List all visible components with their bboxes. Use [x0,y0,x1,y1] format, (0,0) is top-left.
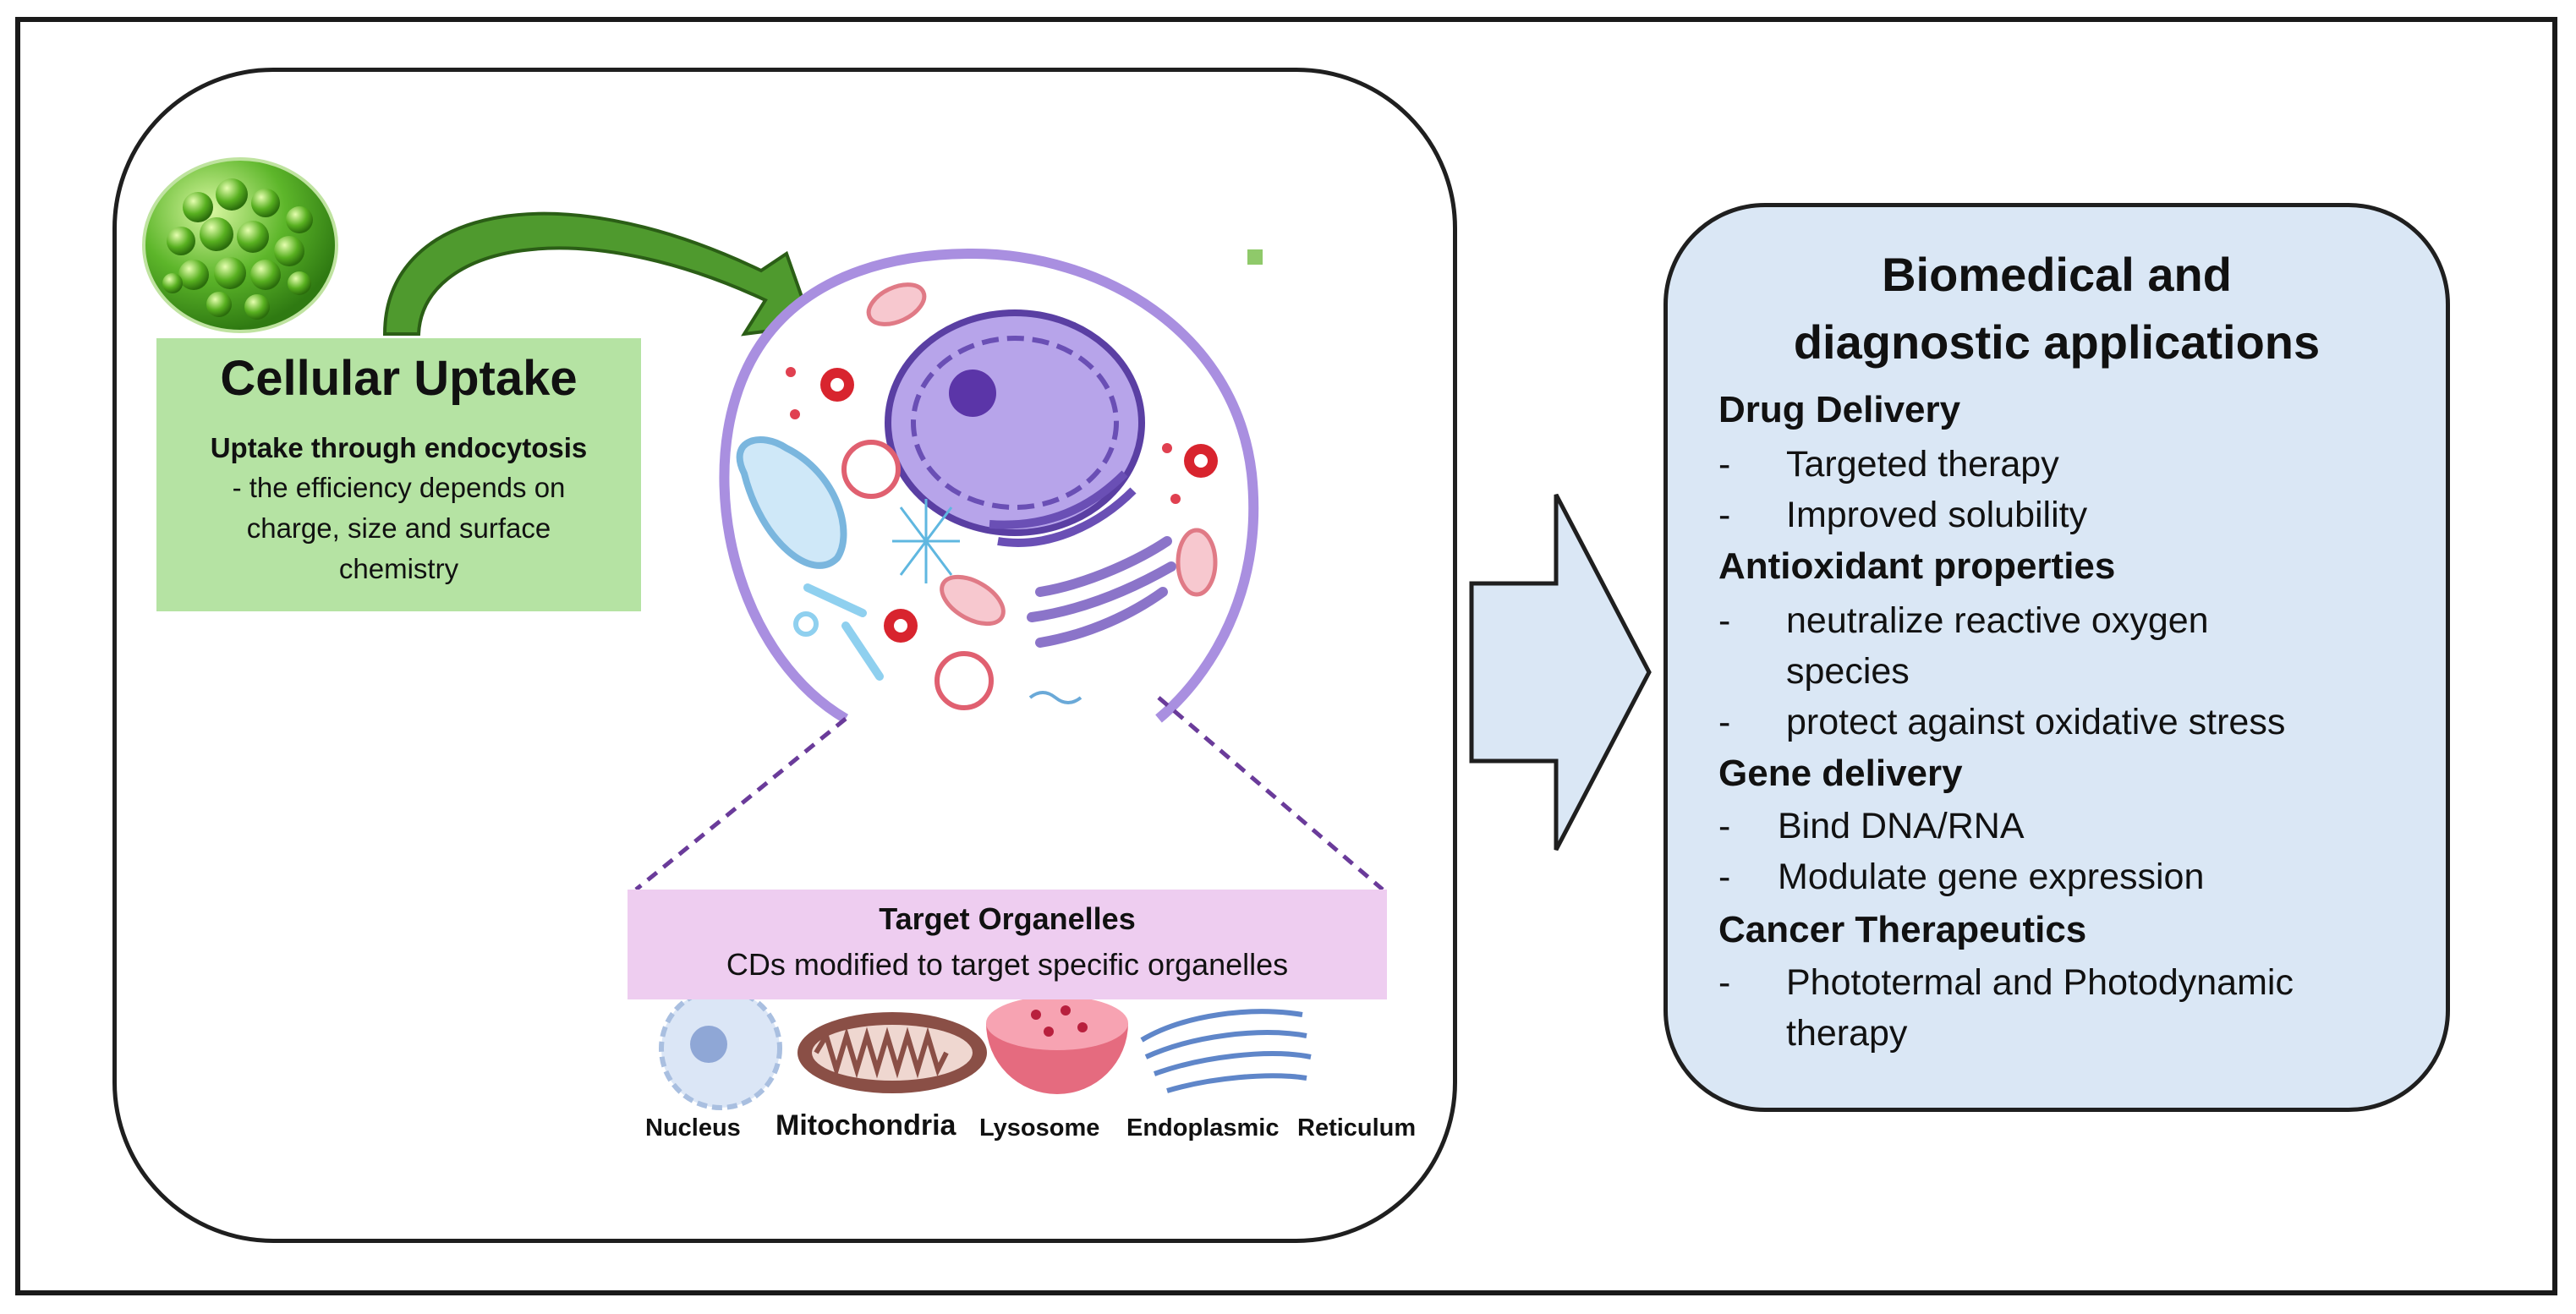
item-therapy: therapy [1786,1013,1908,1054]
bullet-dash: - [1718,444,1731,485]
endoplasmic-reticulum-icon [1140,1009,1312,1093]
heading-cancer-therapeutics: Cancer Therapeutics [1718,909,2087,950]
applications-title-line2: diagnostic applications [1793,315,2321,369]
organelle-label-nucleus: Nucleus [645,1114,741,1142]
right-arrow-icon [1469,493,1652,851]
mitochondria-icon [797,1012,987,1093]
organelle-label-endoplasmic: Endoplasmic [1126,1114,1280,1142]
bullet-dash: - [1718,857,1731,897]
item-oxidative-stress: protect against oxidative stress [1786,702,2286,742]
applications-title: Biomedical and diagnostic applications [1668,241,2446,376]
item-modulate-gene: Modulate gene expression [1778,857,2205,897]
applications-panel: Biomedical and diagnostic applications D… [1663,203,2450,1112]
heading-gene-delivery: Gene delivery [1718,753,1963,794]
bullet-dash: - [1718,962,1731,1003]
nucleus-shape [885,309,1145,536]
organelle-label-lysosome: Lysosome [979,1114,1100,1142]
item-neutralize-ros: neutralize reactive oxygen [1786,600,2209,641]
bullet-dash: - [1718,806,1731,846]
target-organelles-description: CDs modified to target specific organell… [726,947,1289,982]
nucleus-icon [659,987,782,1110]
applications-title-line1: Biomedical and [1882,248,2232,301]
uptake-description: - the efficiency depends on charge, size… [232,472,566,584]
organelle-label-mitochondria: Mitochondria [776,1109,956,1142]
carbon-dots-cluster-icon [142,157,338,333]
bullet-dash: - [1718,702,1731,742]
target-organelles-title: Target Organelles [879,901,1136,936]
heading-drug-delivery: Drug Delivery [1718,389,1961,430]
organelle-label-reticulum: Reticulum [1297,1114,1417,1142]
uptake-subtitle: Uptake through endocytosis [210,432,588,463]
item-bind-dna-rna: Bind DNA/RNA [1778,806,2025,846]
cellular-uptake-box: Cellular Uptake Uptake through endocytos… [156,338,641,611]
target-organelles-box: Target Organelles CDs modified to target… [628,890,1387,999]
figure-frame [15,17,2557,1295]
lysosome-icon [986,996,1128,1094]
vacuole-shape [736,436,847,569]
item-targeted-therapy: Targeted therapy [1786,444,2059,485]
heading-antioxidant: Antioxidant properties [1718,545,2116,587]
bullet-dash: - [1718,495,1731,535]
curved-arrow-icon [382,211,814,337]
item-species: species [1786,651,1910,692]
item-improved-solubility: Improved solubility [1786,495,2088,535]
bullet-dash: - [1718,600,1731,641]
cellular-uptake-title: Cellular Uptake [220,351,578,406]
item-photothermal: Phototermal and Photodynamic [1786,962,2294,1003]
